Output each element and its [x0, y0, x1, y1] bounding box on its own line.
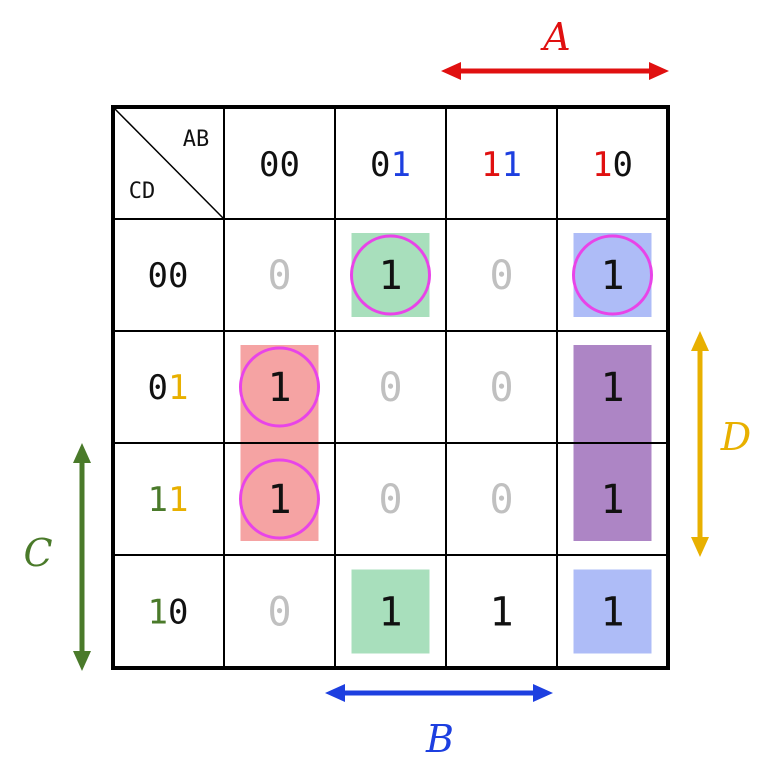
- cell-value: 0: [489, 477, 513, 523]
- cell-value: 0: [378, 477, 402, 523]
- cell-value: 0: [378, 365, 402, 411]
- circled-minterms: [239, 234, 653, 540]
- arrow-c: [73, 443, 91, 671]
- cell-value: 1: [267, 365, 291, 411]
- column-header: 00: [259, 145, 300, 185]
- arrow-c-head: [73, 651, 91, 671]
- variable-c-label: C: [23, 531, 52, 575]
- cell-value: 1: [378, 590, 402, 636]
- corner-left-label: CD: [129, 179, 156, 204]
- row-header-bit: 0: [148, 256, 168, 296]
- column-header-bit: 1: [391, 145, 411, 185]
- cell-value: 0: [267, 590, 291, 636]
- arrow-d: [691, 331, 709, 557]
- arrow-d-head: [691, 537, 709, 557]
- cell-value: 1: [489, 590, 513, 636]
- minterm-circle: [239, 346, 320, 428]
- cell-value: 0: [489, 365, 513, 411]
- column-header-bit: 0: [613, 145, 633, 185]
- column-header-bit: 1: [592, 145, 612, 185]
- arrow-a-head: [441, 62, 461, 80]
- minterm-circle: [350, 234, 431, 316]
- row-header: 11: [148, 480, 189, 520]
- column-header: 01: [370, 145, 411, 185]
- row-header-bit: 0: [168, 593, 188, 633]
- cell-value: 1: [600, 253, 624, 299]
- arrow-a-head: [649, 62, 669, 80]
- grid-border: [111, 105, 670, 670]
- row-header-bit: 1: [168, 368, 188, 408]
- arrow-b-head: [325, 684, 345, 702]
- cell-value: 1: [600, 590, 624, 636]
- arrow-b: [325, 684, 553, 702]
- map-grid: [111, 105, 670, 670]
- cell-value: 0: [489, 253, 513, 299]
- arrow-c-head: [73, 443, 91, 463]
- variable-a-label: A: [540, 15, 570, 59]
- row-header-bit: 0: [148, 368, 168, 408]
- cell-value: 1: [600, 477, 624, 523]
- row-header-bit: 1: [148, 480, 168, 520]
- column-header-bit: 1: [481, 145, 501, 185]
- column-header: 10: [592, 145, 633, 185]
- arrow-d-head: [691, 331, 709, 351]
- row-header-bit: 1: [168, 480, 188, 520]
- corner-top-label: AB: [183, 127, 210, 152]
- column-header-bit: 0: [280, 145, 300, 185]
- corner-diagonal: [112, 106, 225, 220]
- minterm-circle: [572, 234, 653, 316]
- arrow-a: [441, 62, 669, 80]
- variable-arrows: [73, 62, 709, 702]
- column-header-bit: 0: [370, 145, 390, 185]
- green-group-block: [351, 569, 430, 654]
- minterm-circle: [239, 458, 320, 540]
- variable-b-label: B: [425, 717, 454, 761]
- cell-value: 1: [267, 477, 291, 523]
- cell-value: 1: [600, 365, 624, 411]
- column-header-bit: 0: [259, 145, 279, 185]
- row-header: 00: [148, 256, 189, 296]
- variable-d-label: D: [720, 415, 751, 459]
- row-header: 01: [148, 368, 189, 408]
- column-header: 11: [481, 145, 522, 185]
- cell-value: 1: [378, 253, 402, 299]
- row-header-bit: 1: [148, 593, 168, 633]
- arrow-b-head: [533, 684, 553, 702]
- column-header-bit: 1: [502, 145, 522, 185]
- blue-group-block: [573, 569, 652, 654]
- row-header: 10: [148, 593, 189, 633]
- row-header-bit: 0: [168, 256, 188, 296]
- cell-value: 0: [267, 253, 291, 299]
